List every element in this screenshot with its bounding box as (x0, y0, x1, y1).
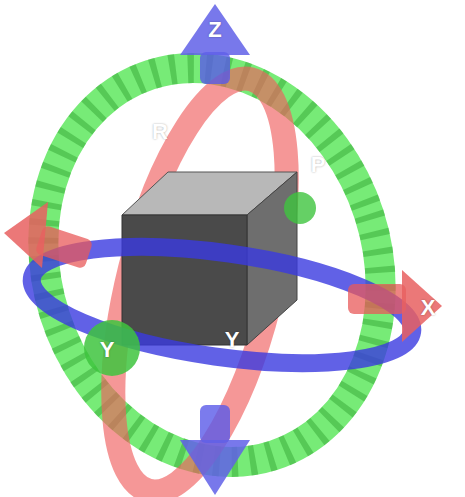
roll-ring (79, 62, 321, 497)
x-arrowhead (402, 270, 442, 342)
z-shaft (200, 52, 230, 84)
z-shaft (200, 405, 230, 443)
y-handle (84, 320, 140, 376)
axis-label: Z (208, 19, 221, 41)
x-shaft (348, 284, 406, 314)
cube-front (122, 215, 247, 345)
axis-label: Y (100, 339, 115, 361)
axis-label: R (152, 121, 168, 143)
axis-label: Y (225, 329, 240, 351)
axis-label: X (421, 297, 436, 319)
p-handle (284, 192, 316, 224)
z-arrowhead (180, 440, 250, 495)
x-arrowhead (4, 202, 48, 268)
z-arrowhead (180, 4, 250, 55)
axis-label: P (311, 154, 326, 176)
